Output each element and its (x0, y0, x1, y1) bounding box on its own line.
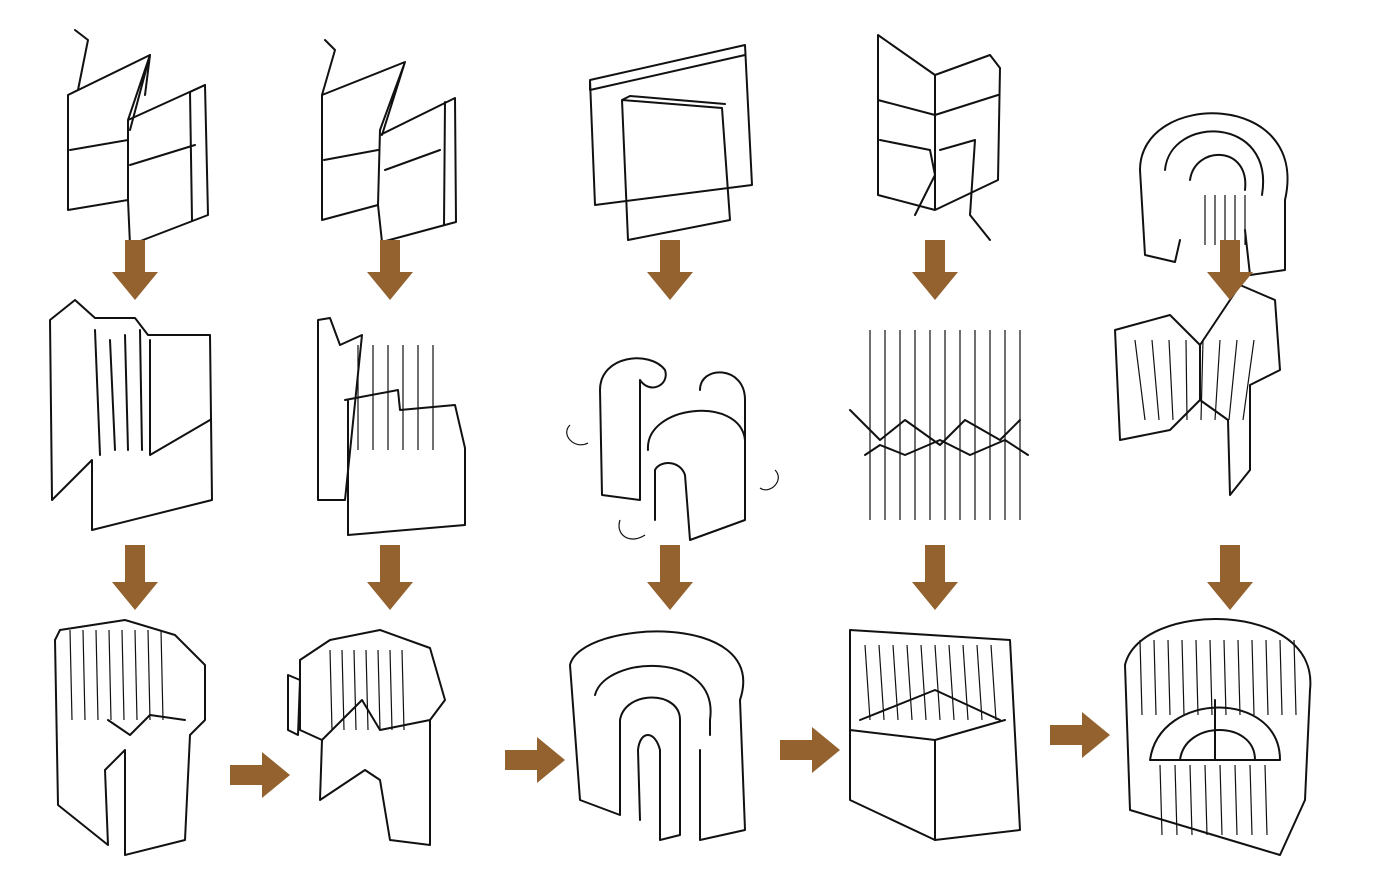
arrow-down-r2c5-to-r3c5 (1207, 545, 1253, 610)
sketch-r1c1 (67, 29, 209, 246)
sketch-r1c4 (877, 34, 1001, 241)
arrow-down-r2c1-to-r3c1 (112, 545, 158, 610)
arrow-down-r1c2-to-r2c2 (367, 240, 413, 300)
sketch-r2c1 (49, 299, 213, 531)
arrow-down-r1c3-to-r2c3 (647, 240, 693, 300)
arrow-right-r3c3-to-r3c4 (780, 727, 840, 773)
sketch-r2c5 (1114, 284, 1281, 496)
arrow-down-r1c4-to-r2c4 (912, 240, 958, 300)
sketch-r2c2 (317, 317, 466, 536)
arrow-down-r2c3-to-r3c3 (647, 545, 693, 610)
arrow-down-r1c5-to-r2c5 (1207, 240, 1253, 300)
sketch-r2c4 (849, 330, 1029, 520)
sketch-r1c2 (321, 39, 457, 243)
arrows (112, 240, 1253, 798)
sketch-r1c3 (589, 44, 753, 241)
arrow-right-r3c2-to-r3c3 (505, 737, 565, 783)
arrow-right-r3c1-to-r3c2 (230, 752, 290, 798)
sketch-r1c5 (1139, 112, 1289, 276)
arrow-down-r1c1-to-r2c1 (112, 240, 158, 300)
arrow-right-r3c4-to-r3c5 (1050, 712, 1110, 758)
sketch-r3c1 (54, 619, 206, 856)
sketch-r3c5 (1124, 618, 1312, 856)
sketch-r3c3 (569, 630, 746, 841)
arrow-down-r2c4-to-r3c4 (912, 545, 958, 610)
sketch-r3c2 (287, 629, 446, 846)
sketch-r2c3 (566, 357, 779, 541)
sketches (49, 29, 1312, 856)
sketch-r3c4 (849, 629, 1021, 841)
arrow-down-r2c2-to-r3c2 (367, 545, 413, 610)
